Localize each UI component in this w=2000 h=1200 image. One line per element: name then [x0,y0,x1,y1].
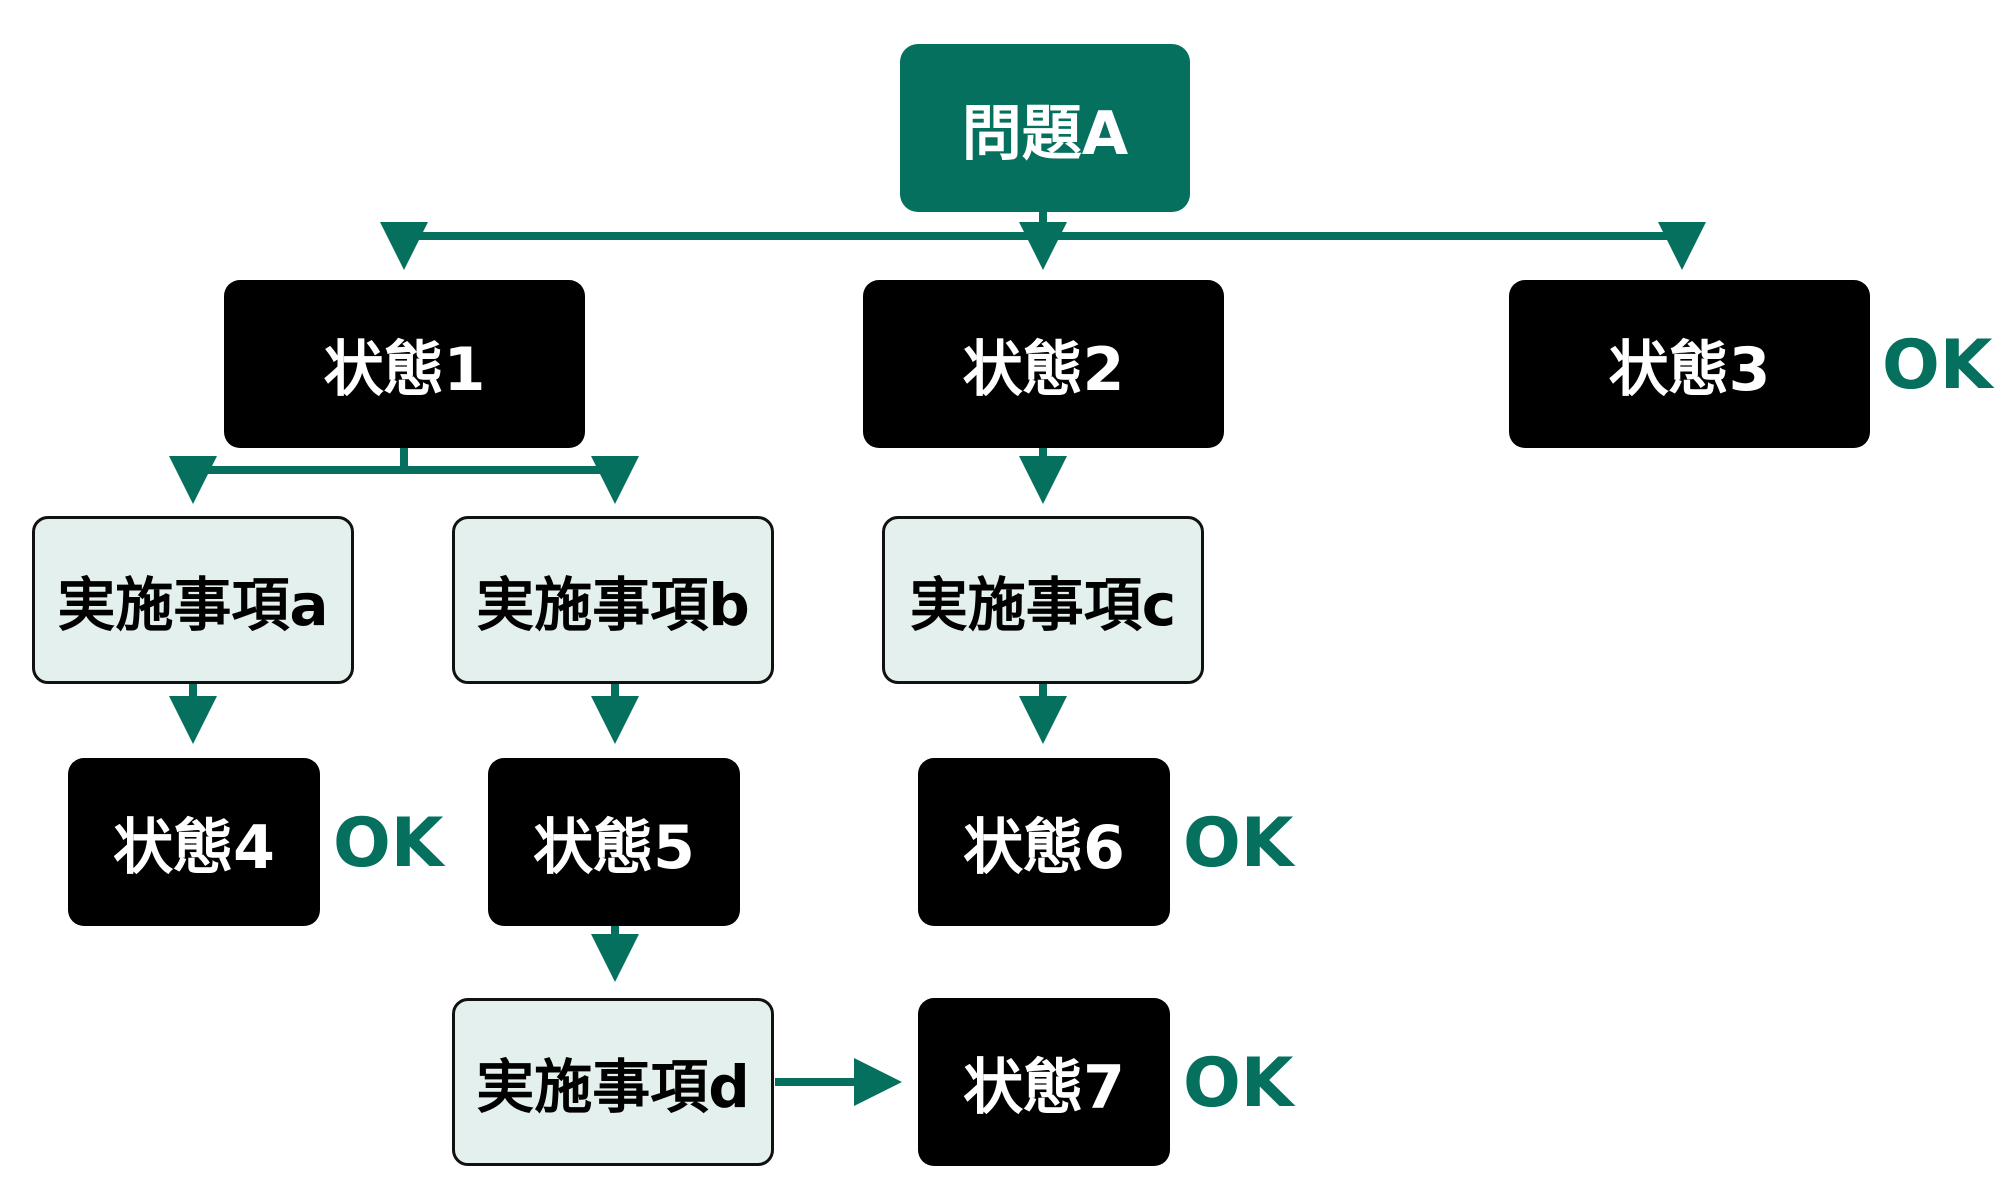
state-node-3: 状態3 [1509,280,1870,448]
action-node-b: 実施事項b [452,516,774,684]
ok-label-state-6: OK [1183,804,1294,883]
problem-node: 問題A [900,44,1190,212]
state-node-2: 状態2 [863,280,1224,448]
ok-label-state-7: OK [1183,1044,1294,1123]
ok-label-state-3: OK [1882,326,1993,405]
state-node-1: 状態1 [224,280,585,448]
ok-label-state-4: OK [333,804,444,883]
state-node-7: 状態7 [918,998,1170,1166]
state-node-5: 状態5 [488,758,740,926]
action-node-d: 実施事項d [452,998,774,1166]
action-node-a: 実施事項a [32,516,354,684]
state-node-4: 状態4 [68,758,320,926]
state-node-6: 状態6 [918,758,1170,926]
action-node-c: 実施事項c [882,516,1204,684]
